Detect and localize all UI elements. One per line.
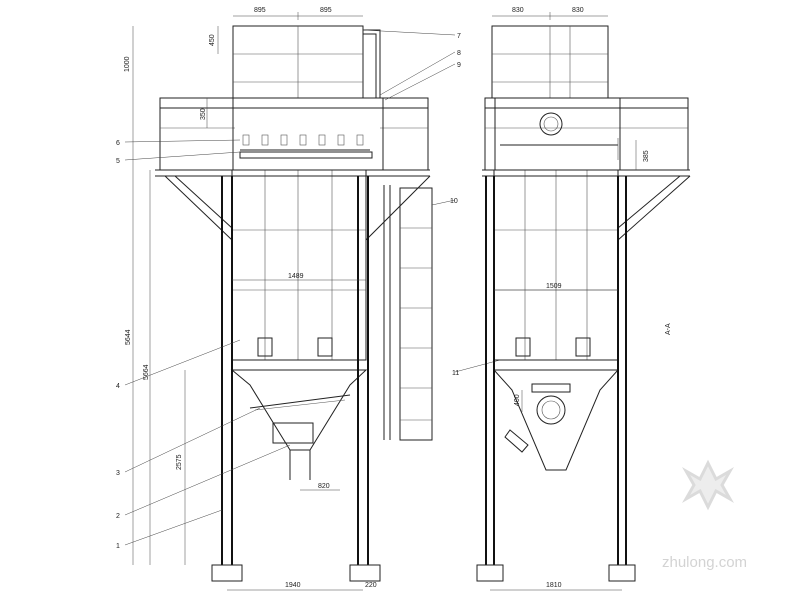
dim-top-width-left: 895 <box>254 7 266 14</box>
dim-cap-height: 1000 <box>124 56 131 72</box>
side-dim-top-width-right: 830 <box>572 7 584 14</box>
side-dim-inlet-height: 400 <box>514 394 521 406</box>
callout-1: 1 <box>116 543 120 550</box>
side-upper-platform <box>484 97 689 171</box>
watermark-text: zhulong.com <box>662 554 747 571</box>
dim-base-width: 1940 <box>285 582 301 589</box>
callout-6: 6 <box>116 140 120 147</box>
callout-8: 8 <box>457 50 461 57</box>
side-note: A-A <box>665 323 672 335</box>
pulse-valve-row <box>242 134 364 146</box>
side-dim-base-width: 1810 <box>546 582 562 589</box>
callout-4: 4 <box>116 383 120 390</box>
dim-body-width: 1489 <box>288 273 304 280</box>
callout-9: 9 <box>457 62 461 69</box>
dim-header-gap: 350 <box>200 108 207 120</box>
callout-5: 5 <box>116 158 120 165</box>
dim-outlet-width: 820 <box>318 483 330 490</box>
front-view: 895 895 450 1000 350 5644 5664 2575 1489… <box>116 7 501 591</box>
callout-3: 3 <box>116 470 120 477</box>
ladder <box>383 185 433 441</box>
side-dim-top-width-left: 830 <box>512 7 524 14</box>
side-view: 830 830 385 1509 400 1810 A-A <box>476 7 691 591</box>
side-nozzle <box>539 112 563 136</box>
dim-hopper-height: 2575 <box>176 454 183 470</box>
callout-11: 11 <box>452 370 459 377</box>
side-hopper <box>492 369 620 471</box>
callout-7: 7 <box>457 33 461 40</box>
dim-base-offset: 220 <box>365 582 377 589</box>
side-dim-nozzle-height: 385 <box>643 150 650 162</box>
main-body <box>231 169 367 361</box>
front-hopper <box>230 369 368 451</box>
watermark: zhulong.com <box>662 459 747 571</box>
callout-2: 2 <box>116 513 120 520</box>
side-inlet <box>536 395 566 425</box>
dim-top-height: 450 <box>209 34 216 46</box>
dim-top-width-right: 895 <box>320 7 332 14</box>
dim-overall-height-b: 5664 <box>143 364 150 380</box>
callout-leaders <box>124 29 501 546</box>
dim-overall-height-a: 5644 <box>125 329 132 345</box>
side-dim-body-width: 1509 <box>546 283 562 290</box>
callout-10: 10 <box>450 198 458 205</box>
